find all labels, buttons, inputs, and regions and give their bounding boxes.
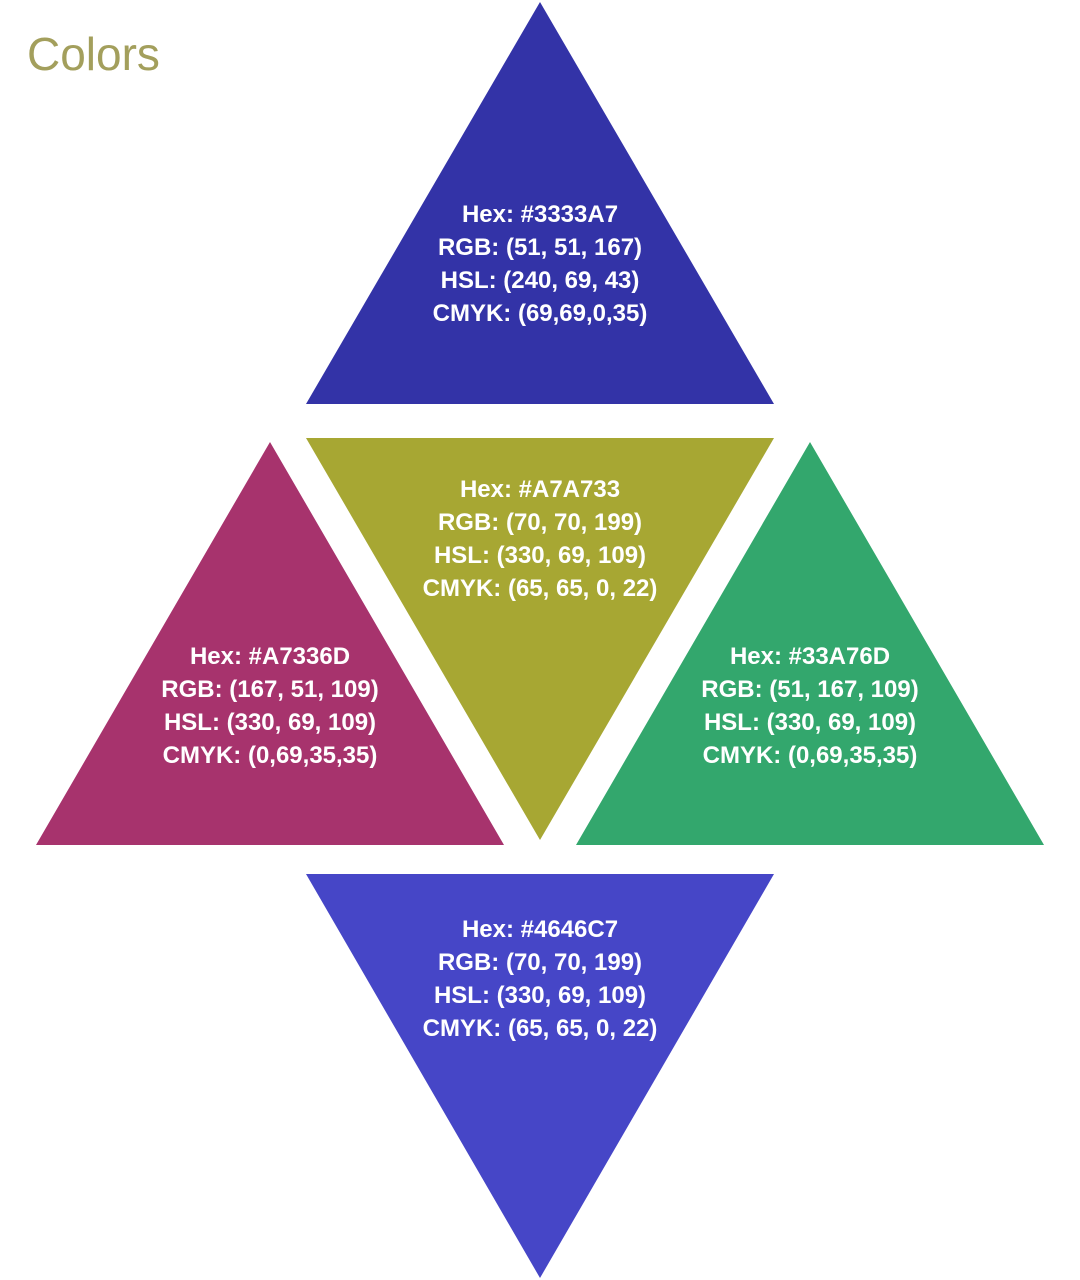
triangle-bottom-cmyk: CMYK: (65, 65, 0, 22) [423, 1015, 658, 1042]
triangle-left: Hex: #A7336D RGB: (167, 51, 109) HSL: (3… [36, 442, 504, 845]
triangle-top: Hex: #3333A7 RGB: (51, 51, 167) HSL: (24… [306, 2, 774, 404]
triangle-left-hsl: HSL: (330, 69, 109) [164, 709, 376, 736]
triangle-top-shape [306, 2, 774, 404]
triangle-right-cmyk: CMYK: (0,69,35,35) [703, 742, 918, 769]
triangle-top-hsl: HSL: (240, 69, 43) [441, 267, 640, 294]
triangle-top-hex: Hex: #3333A7 [462, 201, 618, 228]
triangle-center-cmyk: CMYK: (65, 65, 0, 22) [423, 575, 658, 602]
triangle-left-rgb: RGB: (167, 51, 109) [161, 676, 378, 703]
triangle-center-hex: Hex: #A7A733 [460, 476, 620, 503]
triangle-top-rgb: RGB: (51, 51, 167) [438, 234, 642, 261]
triangle-left-cmyk: CMYK: (0,69,35,35) [163, 742, 378, 769]
triangle-center-rgb: RGB: (70, 70, 199) [438, 509, 642, 536]
triangle-left-shape [36, 442, 504, 845]
triangle-bottom-rgb: RGB: (70, 70, 199) [438, 949, 642, 976]
triangle-center: Hex: #A7A733 RGB: (70, 70, 199) HSL: (33… [306, 438, 774, 840]
triangle-right-shape [576, 442, 1044, 845]
triangle-bottom-hex: Hex: #4646C7 [462, 916, 618, 943]
triangle-right-hsl: HSL: (330, 69, 109) [704, 709, 916, 736]
triangle-center-hsl: HSL: (330, 69, 109) [434, 542, 646, 569]
triangle-top-cmyk: CMYK: (69,69,0,35) [433, 300, 648, 327]
page-title: Colors [27, 28, 160, 80]
triangle-bottom: Hex: #4646C7 RGB: (70, 70, 199) HSL: (33… [306, 874, 774, 1278]
triangle-right-hex: Hex: #33A76D [730, 643, 890, 670]
triangle-bottom-hsl: HSL: (330, 69, 109) [434, 982, 646, 1009]
triangle-right: Hex: #33A76D RGB: (51, 167, 109) HSL: (3… [576, 442, 1044, 845]
triangle-bottom-shape [306, 874, 774, 1278]
triangle-center-shape [306, 438, 774, 840]
triangle-left-hex: Hex: #A7336D [190, 643, 350, 670]
triangle-right-rgb: RGB: (51, 167, 109) [701, 676, 918, 703]
